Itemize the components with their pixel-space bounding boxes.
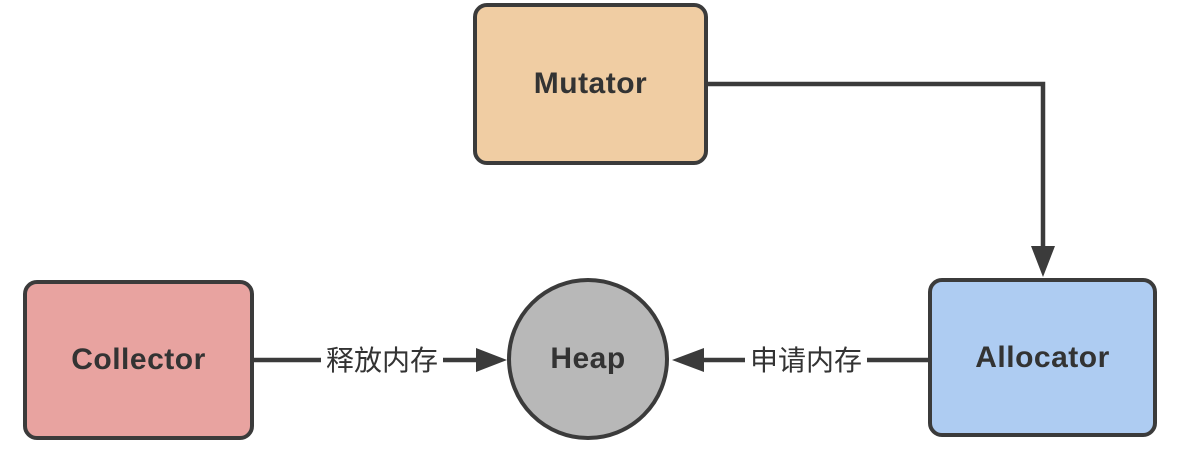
node-allocator: Allocator [928, 278, 1157, 437]
node-mutator: Mutator [473, 3, 708, 165]
node-allocator-label: Allocator [975, 340, 1110, 374]
edge-mutator-to-allocator-line [708, 81, 1046, 248]
edge-allocator-to-heap-arrowhead-icon [672, 348, 704, 372]
node-collector: Collector [23, 280, 254, 440]
edge-mutator-to-allocator-arrowhead-icon [1031, 246, 1055, 277]
edge-collector-to-heap-arrowhead-icon [476, 348, 507, 372]
node-collector-label: Collector [71, 343, 206, 376]
node-heap: Heap [507, 278, 669, 440]
edge-label-release-memory: 释放内存 [320, 343, 444, 379]
node-mutator-label: Mutator [533, 67, 648, 100]
edge-label-request-memory: 申请内存 [744, 343, 868, 379]
node-heap-label: Heap [550, 342, 626, 375]
